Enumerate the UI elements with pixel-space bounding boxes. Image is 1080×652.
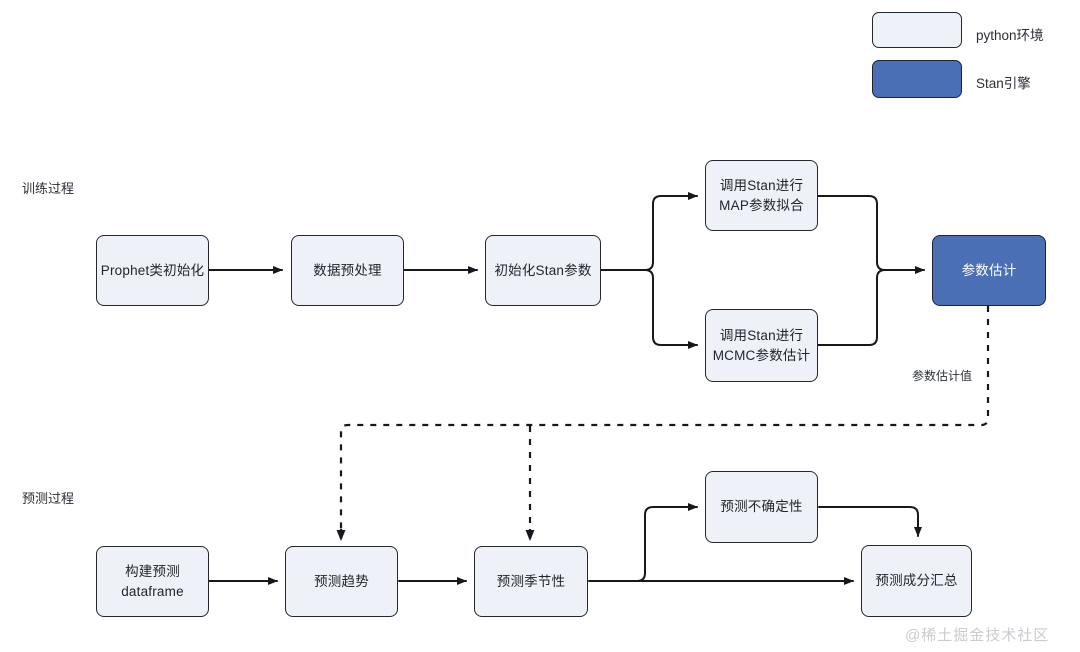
node-param-estimate[interactable]: 参数估计 <box>932 235 1046 306</box>
node-forecast-seasonality-label: 预测季节性 <box>496 573 566 589</box>
node-stan-mcmc-label-line1: 调用Stan进行 <box>719 327 804 343</box>
node-forecast-trend[interactable]: 预测趋势 <box>285 546 398 617</box>
edge-param-estimate-dashed-trunk <box>339 306 990 537</box>
legend-label-stan-engine: Stan引擎 <box>976 76 1031 91</box>
node-prophet-init-label: Prophet类初始化 <box>100 262 205 278</box>
edge-branch-to-map <box>644 192 698 271</box>
edge-seasonality-to-uncertainty <box>636 503 698 582</box>
node-forecast-uncertainty[interactable]: 预测不确定性 <box>705 471 818 543</box>
node-stan-map[interactable]: 调用Stan进行 MAP参数拟合 <box>705 160 818 231</box>
section-label-prediction: 预测过程 <box>22 491 75 506</box>
node-stan-mcmc[interactable]: 调用Stan进行 MCMC参数估计 <box>705 309 818 382</box>
edge-map-to-merge <box>817 195 925 274</box>
legend-label-python-env: python环境 <box>976 28 1044 43</box>
node-data-preprocess-label: 数据预处理 <box>313 262 382 278</box>
legend-swatch-python-env <box>872 12 962 48</box>
legend-swatch-stan-engine <box>872 60 962 98</box>
section-label-training: 训练过程 <box>22 181 75 196</box>
node-forecast-uncertainty-label: 预测不确定性 <box>720 499 803 515</box>
node-build-forecast-dataframe[interactable]: 构建预测 dataframe <box>96 546 209 617</box>
edge-label-param-value: 参数估计值 <box>912 369 973 383</box>
node-build-forecast-label-line2: dataframe <box>121 583 184 599</box>
node-prophet-init[interactable]: Prophet类初始化 <box>96 235 209 306</box>
node-param-estimate-label: 参数估计 <box>961 262 1017 278</box>
node-forecast-trend-label: 预测趋势 <box>314 573 369 589</box>
edge-branch-to-mcmc <box>644 269 698 349</box>
node-init-stan-params-label: 初始化Stan参数 <box>494 262 592 278</box>
watermark: @稀土掘金技术社区 <box>905 627 1050 644</box>
node-stan-mcmc-label-line2: MCMC参数估计 <box>712 347 811 363</box>
node-forecast-components-label: 预测成分汇总 <box>875 573 958 589</box>
node-init-stan-params[interactable]: 初始化Stan参数 <box>485 235 601 306</box>
node-build-forecast-label-line1: 构建预测 <box>125 563 180 579</box>
edge-uncertainty-to-components <box>818 506 922 537</box>
node-stan-map-label-line2: MAP参数拟合 <box>719 197 804 213</box>
node-data-preprocess[interactable]: 数据预处理 <box>291 235 404 306</box>
edge-mcmc-to-merge <box>817 269 886 346</box>
node-forecast-seasonality[interactable]: 预测季节性 <box>474 546 588 617</box>
node-stan-map-label-line1: 调用Stan进行 <box>719 177 804 193</box>
node-forecast-components[interactable]: 预测成分汇总 <box>861 545 972 617</box>
